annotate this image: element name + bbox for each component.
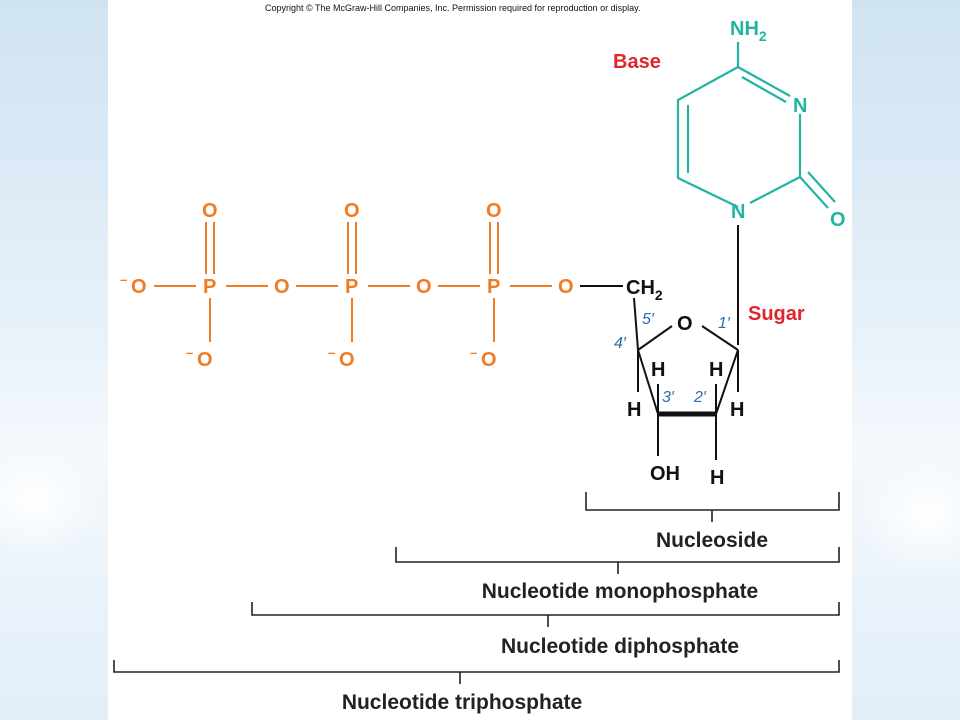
sugar-ch2-atom: CH2 (626, 277, 663, 303)
charge-lower-3: – (470, 345, 477, 360)
base-carbonyl-double (807, 171, 836, 203)
bracket-diphosphate-line (251, 602, 840, 616)
background-glare-right (852, 450, 960, 580)
base-n3-atom: N (793, 95, 807, 117)
position-5-prime: 5′ (642, 311, 655, 328)
oxygen-bridge-2: O (416, 276, 432, 298)
phosphorus-3: P (487, 276, 500, 298)
sugar-h-c2-atom: H (709, 359, 723, 381)
bracket-diphosphate: Nucleotide diphosphate (251, 602, 840, 658)
oxygen-lower-1: O (197, 349, 213, 371)
base-ring-left (676, 66, 739, 208)
slide: Copyright © The McGraw-Hill Companies, I… (108, 0, 852, 720)
oxygen-double-1: O (202, 200, 218, 222)
phosphate-chain: – O P O P O P O O O O – O – O – O (120, 200, 623, 371)
charge-lower-1: – (186, 345, 193, 360)
nucleotide-diagram: Copyright © The McGraw-Hill Companies, I… (113, 3, 846, 714)
oxygen-double-2: O (344, 200, 360, 222)
bracket-triphosphate: Nucleotide triphosphate (113, 660, 840, 714)
oxygen-lower-3: O (481, 349, 497, 371)
base-ring-bottom-right (749, 176, 801, 204)
sugar-c5-c4-bond (633, 297, 639, 351)
oxygen-bridge-1: O (274, 276, 290, 298)
oxygen-lower-2: O (339, 349, 355, 371)
base-o-atom: O (830, 209, 846, 231)
sugar-c4-c3-bond (637, 349, 659, 415)
sugar-ring-o-atom: O (677, 313, 693, 335)
base-label: Base (613, 51, 661, 73)
position-3-prime: 3′ (662, 389, 675, 406)
sugar-c4-o-bond (637, 325, 673, 351)
base-ring-top-right (737, 66, 791, 97)
bracket-diphosphate-label: Nucleotide diphosphate (501, 635, 739, 658)
position-1-prime: 1′ (718, 315, 731, 332)
base-n1-atom: N (731, 201, 745, 223)
background-glare-left (0, 440, 110, 560)
sugar-oh-atom: OH (650, 463, 680, 485)
sugar-h-lower-atom: H (710, 467, 724, 489)
base-group: NH2 N N O (676, 18, 846, 231)
oxygen-double-3: O (486, 200, 502, 222)
base-nh-atom: NH2 (730, 18, 767, 44)
sugar-o-c1-bond (701, 325, 739, 351)
position-2-prime: 2′ (693, 389, 707, 406)
bracket-nucleoside-line (585, 492, 840, 511)
bracket-nucleoside: Nucleoside (585, 492, 840, 552)
oxygen-terminal: O (131, 276, 147, 298)
base-carbonyl-bond (799, 176, 829, 209)
position-4-prime: 4′ (614, 335, 627, 352)
sugar-label: Sugar (748, 303, 805, 325)
bracket-nucleoside-label: Nucleoside (656, 529, 768, 552)
bracket-monophosphate-line (395, 547, 840, 563)
sugar-h-c4-atom: H (627, 399, 641, 421)
charge-terminal: – (120, 272, 127, 287)
bracket-monophosphate: Nucleotide monophosphate (395, 547, 840, 603)
bracket-triphosphate-label: Nucleotide triphosphate (342, 691, 582, 714)
phosphorus-2: P (345, 276, 358, 298)
copyright-notice: Copyright © The McGraw-Hill Companies, I… (265, 3, 640, 13)
base-ring-top-right-double (741, 76, 787, 103)
phosphorus-1: P (203, 276, 216, 298)
bracket-monophosphate-label: Nucleotide monophosphate (482, 580, 759, 603)
sugar-h-c3-atom: H (651, 359, 665, 381)
bracket-triphosphate-line (113, 660, 840, 673)
oxygen-bridge-3: O (558, 276, 574, 298)
sugar-c1-c2-bond (715, 349, 739, 415)
charge-lower-2: – (328, 345, 335, 360)
sugar-h-c1-atom: H (730, 399, 744, 421)
sugar-group: CH2 O H H H H OH H 1′ 2′ 3′ 4′ 5′ (614, 277, 744, 489)
